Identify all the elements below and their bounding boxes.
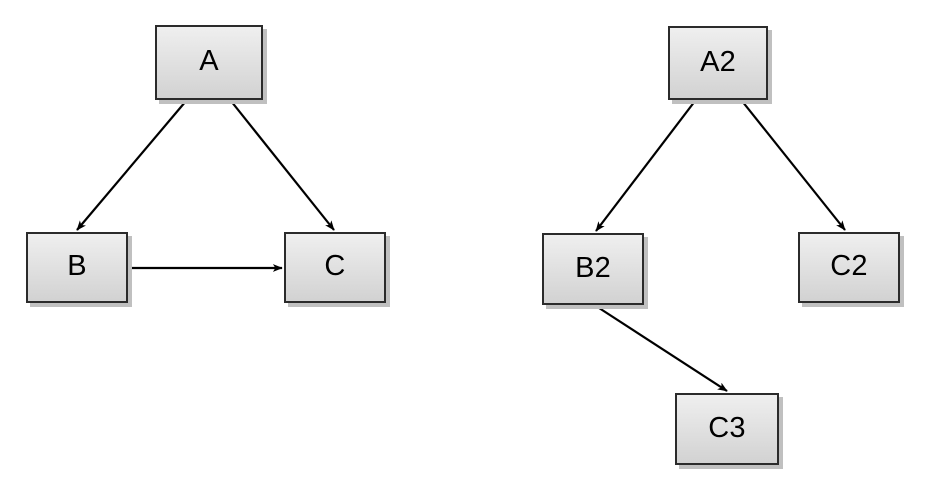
edge-a2-to-b2 xyxy=(595,100,696,232)
node-c2[interactable]: C2 xyxy=(798,232,900,303)
node-a2[interactable]: A2 xyxy=(668,26,768,100)
node-b2[interactable]: B2 xyxy=(542,233,644,305)
node-label: C xyxy=(324,250,346,282)
node-a[interactable]: A xyxy=(155,25,263,100)
edge-a2-to-c2 xyxy=(741,100,846,231)
node-c[interactable]: C xyxy=(284,232,386,303)
edge-b2-to-c3 xyxy=(595,305,728,392)
node-label: B xyxy=(67,250,87,282)
edges-group xyxy=(76,100,846,392)
node-c3[interactable]: C3 xyxy=(675,393,779,465)
edge-a-to-c xyxy=(230,100,335,231)
node-label: C2 xyxy=(830,250,868,282)
node-label: C3 xyxy=(708,411,746,444)
node-label: A2 xyxy=(700,45,736,78)
edge-a-to-b xyxy=(76,100,187,231)
node-label: A xyxy=(199,45,219,77)
node-b[interactable]: B xyxy=(26,232,128,303)
node-label: B2 xyxy=(575,251,611,284)
